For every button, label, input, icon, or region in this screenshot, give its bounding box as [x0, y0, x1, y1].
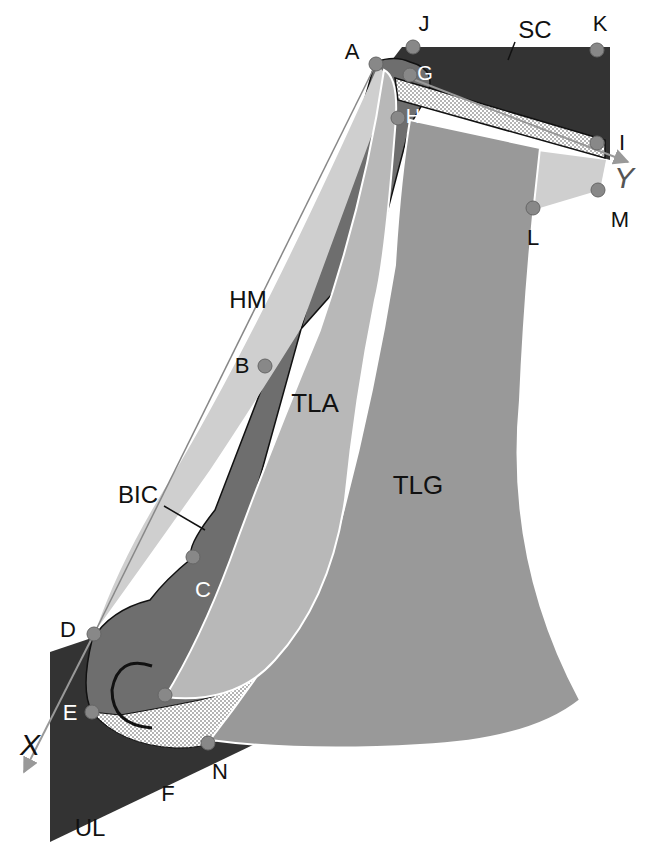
- point-label: N: [212, 761, 228, 783]
- point-label: SC: [518, 18, 551, 42]
- humerus-axis: [94, 64, 376, 634]
- point-label: K: [593, 13, 608, 35]
- point-label: TLG: [393, 472, 444, 498]
- point-label: A: [345, 41, 360, 63]
- leader-line: [164, 506, 205, 530]
- point-label: F: [161, 783, 174, 805]
- leader-line: [508, 42, 515, 60]
- y-axis: [410, 78, 628, 162]
- point-label: X: [20, 730, 40, 760]
- point-label: L: [527, 227, 539, 249]
- point-label: H: [406, 106, 420, 126]
- point-label: J: [419, 13, 430, 35]
- point-label: D: [60, 619, 76, 641]
- point-label: I: [619, 132, 625, 154]
- point-label: M: [611, 209, 629, 231]
- elbow-joint: [112, 663, 152, 728]
- triceps-long: [165, 70, 396, 698]
- point-label: G: [417, 63, 433, 83]
- point-label: E: [63, 702, 78, 724]
- point-label: HM: [229, 288, 266, 312]
- point-label: BIC: [118, 483, 158, 507]
- point-label: UL: [75, 816, 106, 840]
- point-label: TLA: [291, 390, 339, 416]
- point-label: Y: [614, 163, 634, 193]
- landmark-points: [85, 40, 605, 750]
- muscle-origin: [530, 150, 606, 210]
- point-label: B: [235, 355, 250, 377]
- point-label: C: [195, 579, 211, 601]
